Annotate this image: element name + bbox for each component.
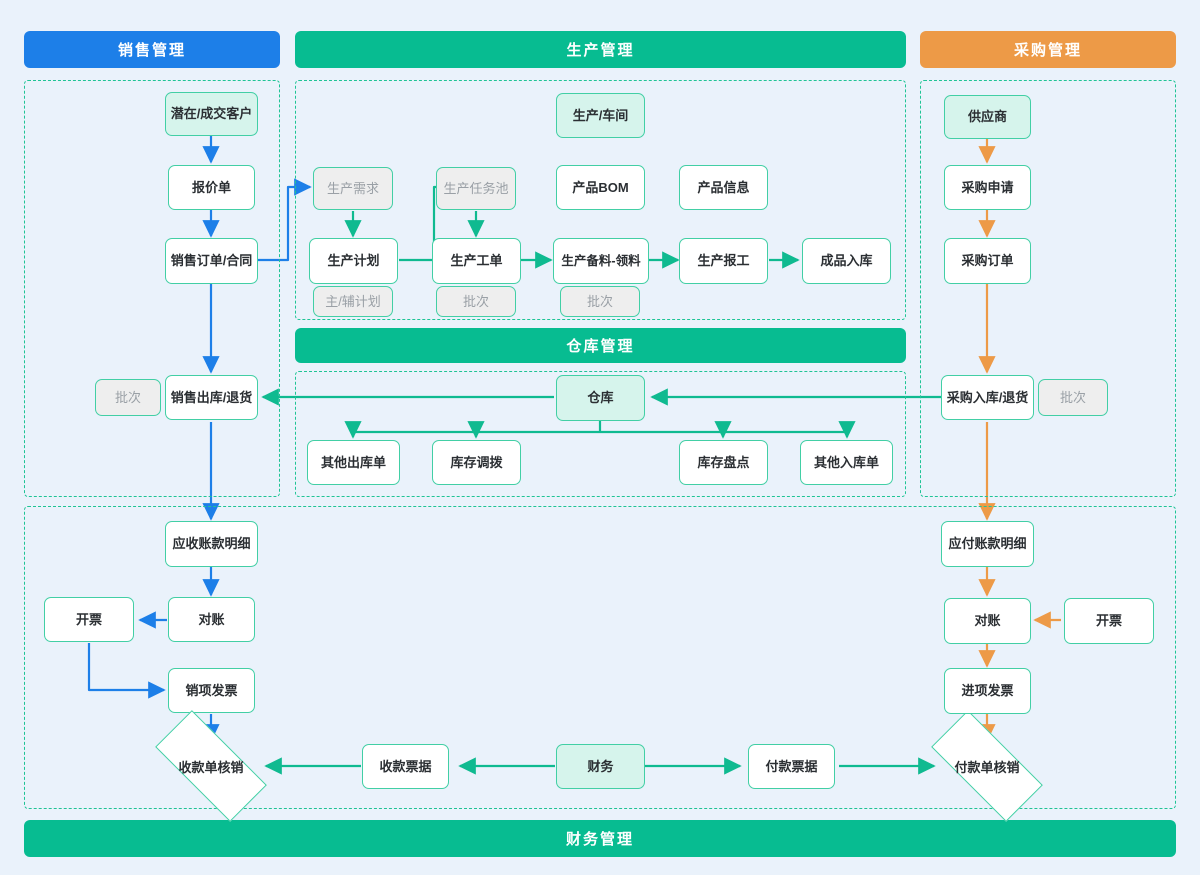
node-purchase-batch: 批次 (1038, 379, 1108, 416)
node-input-invoice[interactable]: 进项发票 (944, 668, 1031, 714)
section-header-sales: 销售管理 (24, 31, 280, 68)
node-prod-task-pool: 生产任务池 (436, 167, 516, 210)
node-invoice-right[interactable]: 开票 (1064, 598, 1154, 644)
node-payment-writeoff[interactable]: 付款单核销 (931, 710, 1043, 822)
section-header-production: 生产管理 (295, 31, 906, 68)
diamond-label: 付款单核销 (954, 759, 1020, 775)
node-prod-workorder[interactable]: 生产工单 (432, 238, 521, 284)
section-header-purchase: 采购管理 (920, 31, 1176, 68)
node-receipt-writeoff[interactable]: 收款单核销 (155, 710, 267, 822)
zone-sales (24, 80, 280, 497)
node-finance-hub[interactable]: 财务 (556, 744, 645, 789)
node-invoice-left[interactable]: 开票 (44, 597, 134, 642)
node-sales-outbound[interactable]: 销售出库/退货 (165, 375, 258, 420)
zone-purchase (920, 80, 1176, 497)
node-payable-detail[interactable]: 应付账款明细 (941, 521, 1034, 567)
node-prod-report[interactable]: 生产报工 (679, 238, 768, 284)
node-stock-transfer[interactable]: 库存调拨 (432, 440, 521, 485)
node-recon-left[interactable]: 对账 (168, 597, 255, 642)
node-receipt-voucher[interactable]: 收款票据 (362, 744, 449, 789)
node-purchase-inbound[interactable]: 采购入库/退货 (941, 375, 1034, 420)
node-finished-inbound[interactable]: 成品入库 (802, 238, 891, 284)
node-workshop[interactable]: 生产/车间 (556, 93, 645, 138)
diamond-label: 收款单核销 (178, 759, 244, 775)
node-quotation[interactable]: 报价单 (168, 165, 255, 210)
node-purchase-request[interactable]: 采购申请 (944, 165, 1031, 210)
zone-warehouse (295, 371, 906, 497)
node-payment-voucher[interactable]: 付款票据 (748, 744, 835, 789)
node-sales-order[interactable]: 销售订单/合同 (165, 238, 258, 284)
node-warehouse-hub[interactable]: 仓库 (556, 375, 645, 421)
node-product-info[interactable]: 产品信息 (679, 165, 768, 210)
zone-production (295, 80, 906, 320)
node-plan-tag: 主/辅计划 (313, 286, 393, 317)
node-receivable-detail[interactable]: 应收账款明细 (165, 521, 258, 567)
node-sales-batch: 批次 (95, 379, 161, 416)
node-stock-count[interactable]: 库存盘点 (679, 440, 768, 485)
zone-finance (24, 506, 1176, 809)
node-other-outbound[interactable]: 其他出库单 (307, 440, 400, 485)
node-customer[interactable]: 潜在/成交客户 (165, 92, 258, 136)
node-picking-batch: 批次 (560, 286, 640, 317)
node-prod-picking[interactable]: 生产备料-领料 (553, 238, 649, 284)
node-purchase-order[interactable]: 采购订单 (944, 238, 1031, 284)
node-output-invoice[interactable]: 销项发票 (168, 668, 255, 713)
node-supplier[interactable]: 供应商 (944, 95, 1031, 139)
node-product-bom[interactable]: 产品BOM (556, 165, 645, 210)
section-header-finance: 财务管理 (24, 820, 1176, 857)
node-prod-plan[interactable]: 生产计划 (309, 238, 398, 284)
node-recon-right[interactable]: 对账 (944, 598, 1031, 644)
section-header-warehouse: 仓库管理 (295, 328, 906, 363)
node-prod-demand: 生产需求 (313, 167, 393, 210)
node-other-inbound[interactable]: 其他入库单 (800, 440, 893, 485)
node-workorder-batch: 批次 (436, 286, 516, 317)
